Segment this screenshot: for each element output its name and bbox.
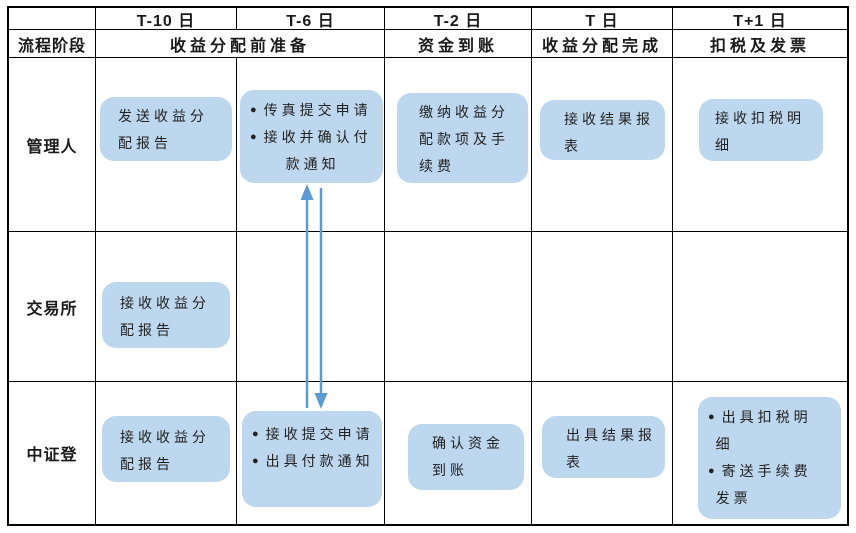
grid-cell xyxy=(385,58,532,232)
stage-header-preparation: 收益分配前准备 xyxy=(96,30,385,58)
box-text-line: 传真提交申请 xyxy=(263,102,372,118)
bullet-item: ● 传真提交申请 xyxy=(250,97,379,124)
corner-cell xyxy=(9,8,96,30)
box-text-line: 接收结果报 xyxy=(564,111,654,127)
box-text-line: 细 xyxy=(715,137,733,153)
bullet-item: ● 出具扣税明 细 xyxy=(708,404,837,458)
grid-cell xyxy=(237,382,385,524)
stage-header-funds-arrival: 资金到账 xyxy=(385,30,532,58)
grid-cell xyxy=(96,58,237,232)
box-text-line: 出具付款通知 xyxy=(265,453,374,469)
box-csdc-confirm-funds: 确认资金 到账 xyxy=(408,424,524,490)
box-text-line: 续费 xyxy=(419,158,455,174)
box-text-line: 接收扣税明 xyxy=(715,110,805,126)
box-text-line: 到账 xyxy=(432,462,468,478)
box-text-line: 发送收益分 xyxy=(118,108,208,124)
row-label-manager: 管理人 xyxy=(9,58,96,232)
box-text-line: 接收并确认付 xyxy=(263,129,372,145)
box-text-line: 接收收益分 xyxy=(120,429,210,445)
box-text-line: 确认资金 xyxy=(432,435,504,451)
bullet-icon: ● xyxy=(252,455,259,467)
grid-cell xyxy=(96,382,237,524)
box-text-line: 配报告 xyxy=(118,135,172,151)
box-manager-pay-funds: 缴纳收益分 配款项及手 续费 xyxy=(397,93,528,183)
day-header-t-plus-1: T+1 日 xyxy=(673,8,847,30)
grid-cell xyxy=(237,232,385,382)
stage-row-label: 流程阶段 xyxy=(9,30,96,58)
bullet-icon: ● xyxy=(250,131,257,143)
grid-cell xyxy=(237,58,385,232)
bullet-item: ● 寄送手续费 发票 xyxy=(708,458,837,512)
box-text-line: 寄送手续费 xyxy=(721,463,812,479)
box-csdc-issue-result: 出具结果报 表 xyxy=(542,416,665,478)
bullet-icon: ● xyxy=(708,465,715,477)
grid-cell xyxy=(385,232,532,382)
box-text-line: 接收提交申请 xyxy=(265,426,374,442)
box-text-line: 表 xyxy=(564,138,582,154)
bullet-icon: ● xyxy=(708,411,715,423)
box-manager-receive-tax-detail: 接收扣税明 细 xyxy=(699,99,823,161)
box-csdc-receive-report: 接收收益分 配报告 xyxy=(102,416,230,482)
day-header-t-minus-10: T-10 日 xyxy=(96,8,237,30)
box-manager-send-report: 发送收益分 配报告 xyxy=(100,97,232,161)
box-manager-receive-result: 接收结果报 表 xyxy=(540,100,665,160)
box-csdc-issue-tax-invoice: ● 出具扣税明 细 ● 寄送手续费 发票 xyxy=(698,397,841,519)
box-text-line: 配款项及手 xyxy=(419,131,509,147)
grid-cell xyxy=(385,382,532,524)
box-manager-fax-confirm: ● 传真提交申请 ● 接收并确认付 款通知 xyxy=(240,90,383,183)
box-text-line: 接收收益分 xyxy=(120,295,210,311)
bullet-item: ● 接收提交申请 xyxy=(252,421,378,448)
stage-header-tax-invoice: 扣税及发票 xyxy=(673,30,847,58)
bullet-icon: ● xyxy=(252,428,259,440)
day-header-t-minus-6: T-6 日 xyxy=(237,8,385,30)
box-text-line: 配报告 xyxy=(120,456,174,472)
grid-cell xyxy=(532,58,673,232)
box-csdc-receive-issue-notice: ● 接收提交申请 ● 出具付款通知 xyxy=(242,411,382,507)
grid-cell xyxy=(532,232,673,382)
stage-header-distribution-complete: 收益分配完成 xyxy=(532,30,673,58)
row-label-exchange: 交易所 xyxy=(9,232,96,382)
grid-cell xyxy=(673,58,847,232)
day-header-t-minus-2: T-2 日 xyxy=(385,8,532,30)
grid-cell xyxy=(532,382,673,524)
box-text-line: 发票 xyxy=(715,490,752,506)
box-text-line: 款通知 xyxy=(285,156,340,172)
box-text-line: 出具扣税明 xyxy=(721,409,812,425)
box-exchange-receive-report: 接收收益分 配报告 xyxy=(102,282,230,348)
row-label-csdc: 中证登 xyxy=(9,382,96,524)
bullet-icon: ● xyxy=(250,104,257,116)
bullet-item: ● 接收并确认付 款通知 xyxy=(250,124,379,178)
box-text-line: 配报告 xyxy=(120,322,174,338)
box-text-line: 出具结果报 xyxy=(566,427,656,443)
day-header-t: T 日 xyxy=(532,8,673,30)
box-text-line: 缴纳收益分 xyxy=(419,104,509,120)
box-text-line: 表 xyxy=(566,454,584,470)
box-text-line: 细 xyxy=(715,436,734,452)
grid-cell xyxy=(96,232,237,382)
bullet-item: ● 出具付款通知 xyxy=(252,448,378,475)
grid-cell xyxy=(673,232,847,382)
